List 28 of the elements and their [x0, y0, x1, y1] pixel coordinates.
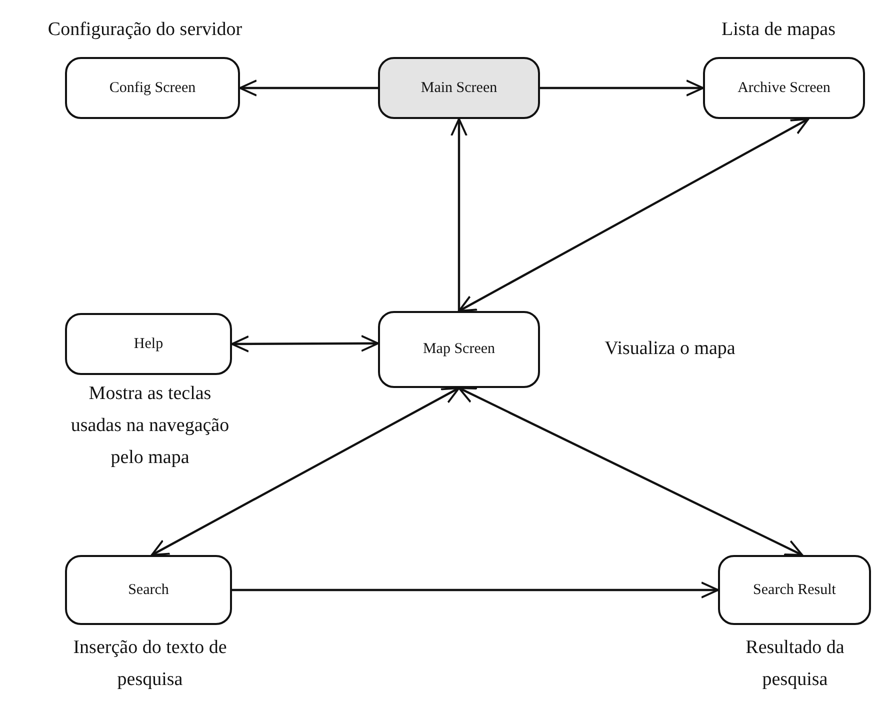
screen-description: Configuração do servidor [46, 18, 244, 42]
arrow [458, 118, 810, 312]
screen-name: Config Screen [109, 80, 196, 96]
screen-description: Resultado da pesquisa [744, 636, 846, 692]
screen-description: Lista de mapas [720, 18, 836, 42]
screen-name: Search [128, 582, 169, 598]
arrow [231, 334, 379, 352]
screen-name: Archive Screen [738, 80, 830, 96]
arrow [239, 80, 378, 96]
screen-name: Map Screen [422, 341, 496, 358]
arrow [540, 80, 704, 96]
screen-name: Search Result [753, 582, 836, 598]
arrow [450, 118, 468, 311]
screen-box [703, 57, 865, 119]
screen-description: Visualiza o mapa [604, 337, 736, 361]
screen-name: Main Screen [420, 80, 498, 96]
screen-box [65, 555, 232, 625]
screen-description: Mostra as teclas usadas na navegação pelo mapa [70, 382, 230, 470]
arrow [458, 387, 804, 556]
screen-name: Help [134, 336, 164, 352]
arrow [150, 387, 460, 556]
screen-box [65, 313, 232, 375]
screen-box [65, 57, 240, 119]
screen-description: Inserção do texto de pesquisa [72, 636, 228, 692]
screen-box [378, 311, 540, 388]
arrow [232, 582, 719, 598]
screen-box [718, 555, 871, 625]
start-screen-box [378, 57, 540, 119]
